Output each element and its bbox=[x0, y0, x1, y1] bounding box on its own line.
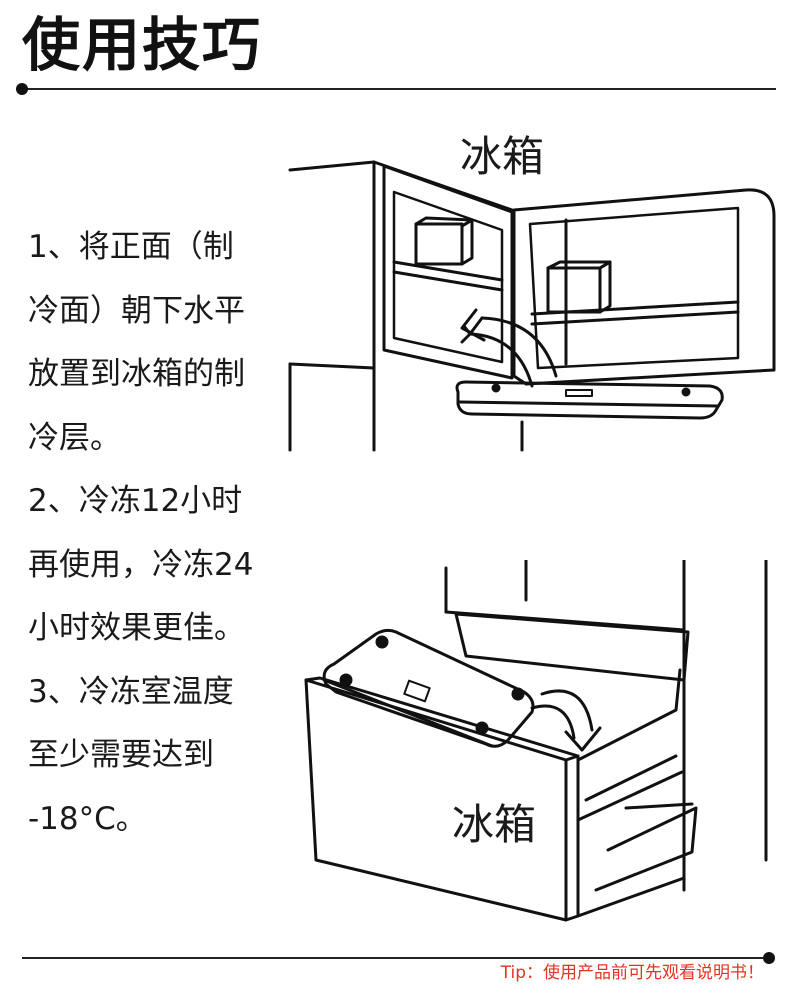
instruction-line: 再使用，冷冻24 bbox=[28, 546, 254, 583]
footer-divider bbox=[22, 957, 770, 959]
divider-dot-right bbox=[763, 952, 775, 964]
instruction-line: 放置到冰箱的制 bbox=[28, 356, 245, 392]
divider-dot-left bbox=[16, 83, 28, 95]
instruction-text: 1、将正面（制 冷面）朝下水平 放置到冰箱的制 冷层。 2、冷冻12小时 再使用… bbox=[28, 216, 296, 851]
instruction-line: 冷层。 bbox=[28, 419, 121, 456]
instruction-line: -18°C。 bbox=[28, 800, 147, 837]
fridge-open-illustration bbox=[288, 160, 776, 452]
fridge-label: 冰箱 bbox=[460, 132, 545, 181]
instruction-line: 2、冷冻12小时 bbox=[28, 483, 243, 519]
fridge-label: 冰箱 bbox=[452, 800, 537, 849]
instruction-line: 3、冷冻室温度 bbox=[28, 673, 234, 710]
instruction-line: 冷面）朝下水平 bbox=[28, 292, 245, 329]
title-divider bbox=[22, 88, 776, 90]
instruction-line: 1、将正面（制 bbox=[28, 229, 234, 265]
instruction-line: 至少需要达到 bbox=[28, 737, 214, 773]
freezer-drawer-illustration bbox=[304, 560, 768, 922]
instruction-line: 小时效果更佳。 bbox=[28, 610, 245, 646]
page-title: 使用技巧 bbox=[22, 11, 263, 79]
tip-text: Tip：使用产品前可先观看说明书！ bbox=[500, 963, 764, 983]
